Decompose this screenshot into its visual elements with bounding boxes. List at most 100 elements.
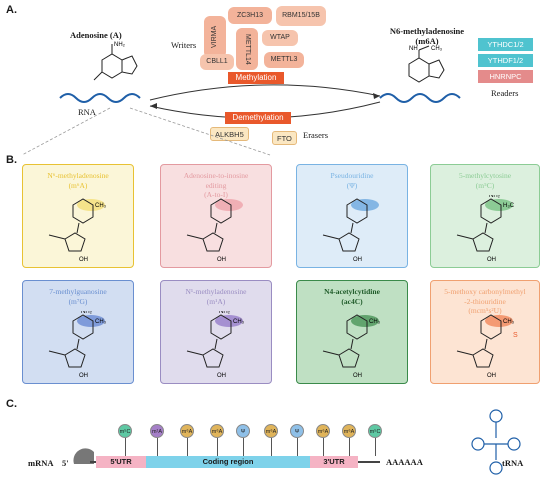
m6a-label-line1: N6-methyladenosine [389,26,465,36]
card-title-line: (m⁶A) [68,180,88,190]
oh-label: OH [487,373,496,379]
card-title-line: Pseudouridine [330,171,374,180]
modification-badge: m⁵C [368,424,382,438]
modification-group-label: CH₃ [503,319,515,325]
m6a-label-line2: (m6A) [415,36,439,46]
section-b-label: B. [6,154,17,166]
oh-label: OH [353,257,362,263]
base-ring [72,314,94,340]
nh-text: NH [409,46,418,52]
card-title-line: (A-to-I) [204,190,228,199]
oh-label: OH [217,257,226,263]
writer-zc3h13: ZC3H13 [228,7,272,24]
card-title-line: 7-methylguanosine [49,287,107,296]
rna-strand-right [379,93,461,103]
base-ring [346,198,368,224]
methylation-box: Methylation [228,72,284,84]
utr3-region: 3'UTR [310,456,358,468]
card-title-line: (ac4C) [341,296,363,306]
glycosidic-bond [350,222,354,234]
base-ring [480,314,502,340]
readers-label: Readers [491,88,519,98]
card-title: N¹-methyladenosine(m¹A) [163,287,269,306]
badge-stem [217,438,218,456]
modification-highlight [485,199,513,211]
ribose-ring [202,232,224,252]
card-title: Pseudouridine(Ψ) [299,171,405,190]
card-title: 5-methoxy carbonylmethyl-2-thiouridine(m… [433,287,537,316]
badge-stem [349,438,350,456]
backbone-bond [186,234,204,240]
adenosine-molecule: NH₂ [93,42,138,81]
ribose-ring [338,348,360,368]
section-c-label: C. [6,398,17,410]
writer-rbm15: RBM15/15B [276,6,326,26]
m6a-molecule: NH CH₃ [408,45,445,83]
oh-label: OH [217,373,226,379]
trna-structure [471,409,521,475]
nh2-text: NH₂ [114,42,126,48]
base-ring [210,314,232,340]
ribose-ring [64,232,86,252]
card-title-line: (m⁵C) [475,180,495,190]
modification-highlight [215,199,243,211]
base-ring [480,198,502,224]
badge-stem [187,438,188,456]
cap-icon [73,448,94,464]
modification-badge: m⁶A [316,424,330,438]
modification-group-label: CH₃ [233,319,245,325]
nucleoside-structure: OH [186,198,243,263]
section-a-label: A. [6,4,17,16]
backbone-bond [186,350,204,356]
base-ring [210,198,232,224]
base-ring [346,314,368,340]
sulfur-label: S [513,332,518,339]
modification-badge: m⁶A [210,424,224,438]
badge-stem [271,438,272,456]
backbone-bond [48,350,66,356]
modification-badge: m⁶A [180,424,194,438]
modification-badge: m¹A [150,424,164,438]
card-title-line: (m¹A) [206,296,226,306]
modification-badge: Ψ [290,424,304,438]
glycosidic-bond [76,338,80,350]
polya-tail: AAAAAA [386,457,423,467]
backbone-bond [456,350,474,356]
nucleoside-structure: OH CH₃ S [456,314,518,379]
card-title: 5-methylcytosine(m⁵C) [433,171,537,190]
writers-label: Writers [171,40,197,50]
demethylation-box: Demethylation [225,112,291,124]
glycosidic-bond [484,338,488,350]
glycosidic-bond [214,222,218,234]
modification-badge: m⁶A [342,424,356,438]
modification-group-label: CH₃ [95,319,107,325]
rna-strand-left [59,93,141,103]
card-title: N4-acetylcytidine(ac4C) [299,287,405,306]
nucleoside-structure: OH [322,198,379,263]
adenosine-label: Adenosine (A) [70,30,122,40]
modification-badge: Ψ [236,424,250,438]
card-title-line: N⁶-methyladenosine [47,171,109,180]
badge-stem [323,438,324,456]
reader-hnrnpc: HNRNPC [478,70,533,83]
card-title-line: N4-acetylcytidine [324,287,380,296]
modification-highlight [77,199,105,211]
backbone-bond [456,234,474,240]
badge-stem [157,438,158,456]
badge-stem [125,438,126,456]
card-title-line: 5-methylcytosine [458,171,512,180]
trna-label: tRNA [502,458,524,468]
nh2-label: NH₂ [219,311,231,315]
utr5-region: 5'UTR [96,456,146,468]
writer-wtap: WTAP [262,30,298,46]
writer-virma: VIRMA [204,16,226,58]
